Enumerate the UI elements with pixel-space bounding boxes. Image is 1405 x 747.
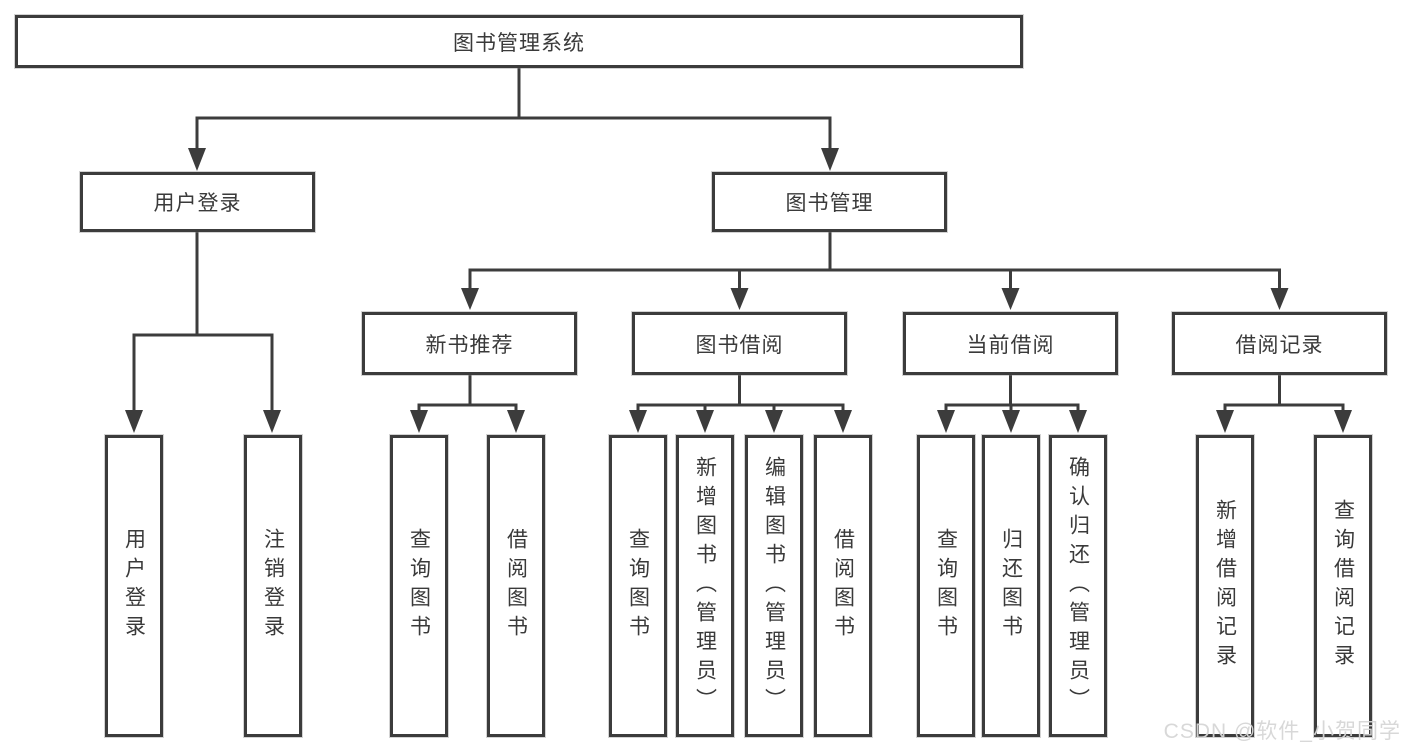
leaf-edit-book-admin: 编辑图书（管理员） (745, 435, 803, 737)
leaf-edit-book-admin-label: 编辑图书（管理员） (762, 455, 786, 717)
node-borrowing-records-label: 借阅记录 (1235, 333, 1324, 357)
leaf-query-book-current: 查询图书 (917, 435, 975, 737)
node-book-borrowing: 图书借阅 (632, 312, 847, 375)
node-current-borrowing: 当前借阅 (903, 312, 1118, 375)
leaf-query-book-borrowing: 查询图书 (609, 435, 667, 737)
leaf-return-book-label: 归还图书 (999, 528, 1023, 644)
leaf-return-book: 归还图书 (982, 435, 1040, 737)
node-user-login-label: 用户登录 (153, 192, 242, 215)
leaf-borrow-book-recommend-label: 借阅图书 (504, 528, 528, 644)
leaf-logout: 注销登录 (244, 435, 302, 737)
leaf-user-login: 用户登录 (105, 435, 163, 737)
node-new-book-recommend: 新书推荐 (362, 312, 577, 375)
leaf-add-book-admin: 新增图书（管理员） (676, 435, 734, 737)
leaf-query-book-current-label: 查询图书 (934, 528, 958, 644)
node-borrowing-records: 借阅记录 (1172, 312, 1387, 375)
node-library-system-label: 图书管理系统 (453, 31, 585, 55)
leaf-query-book-recommend: 查询图书 (390, 435, 448, 737)
node-user-login: 用户登录 (80, 172, 315, 232)
node-new-book-recommend-label: 新书推荐 (425, 333, 514, 357)
leaf-confirm-return-admin: 确认归还（管理员） (1049, 435, 1107, 737)
csdn-watermark: CSDN @软件_小贺同学 (1163, 720, 1401, 743)
leaf-borrow-book-recommend: 借阅图书 (487, 435, 545, 737)
leaf-confirm-return-admin-label: 确认归还（管理员） (1066, 455, 1090, 717)
leaf-logout-label: 注销登录 (261, 528, 285, 644)
leaf-add-borrow-record-label: 新增借阅记录 (1213, 499, 1237, 673)
leaf-query-book-recommend-label: 查询图书 (407, 528, 431, 644)
node-book-management-label: 图书管理 (785, 192, 874, 215)
leaf-query-borrow-record-label: 查询借阅记录 (1331, 499, 1355, 673)
arrowheads (125, 148, 1352, 433)
leaf-add-borrow-record: 新增借阅记录 (1196, 435, 1254, 737)
node-book-management: 图书管理 (712, 172, 947, 232)
leaf-query-book-borrowing-label: 查询图书 (626, 528, 650, 644)
leaf-borrow-book-label: 借阅图书 (831, 528, 855, 644)
leaf-add-book-admin-label: 新增图书（管理员） (693, 455, 717, 717)
node-current-borrowing-label: 当前借阅 (966, 333, 1055, 357)
leaf-user-login-label: 用户登录 (122, 528, 146, 644)
node-book-borrowing-label: 图书借阅 (695, 333, 784, 357)
leaf-borrow-book: 借阅图书 (814, 435, 872, 737)
node-library-system: 图书管理系统 (15, 15, 1023, 68)
leaf-query-borrow-record: 查询借阅记录 (1314, 435, 1372, 737)
